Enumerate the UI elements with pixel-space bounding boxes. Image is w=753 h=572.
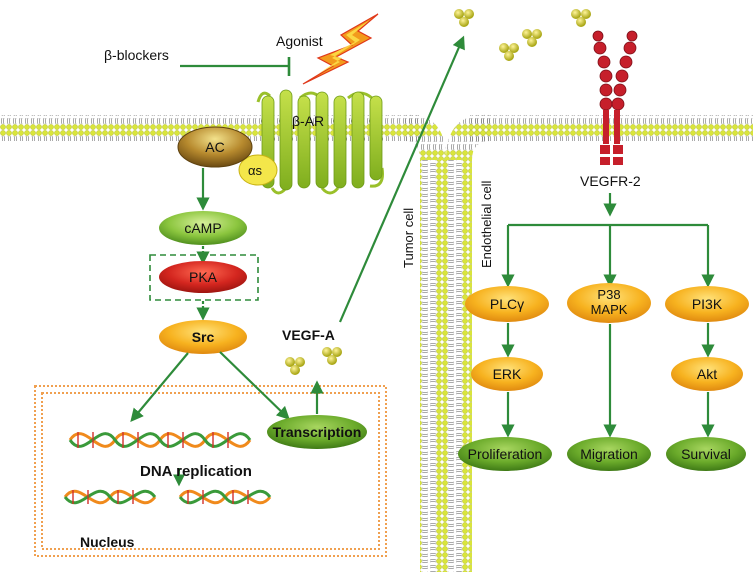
dna-helix-bottom-left: [63, 489, 157, 505]
transcription-node: [267, 415, 367, 449]
survival-node: [666, 437, 746, 471]
akt-label: Akt: [697, 366, 717, 382]
vegfr2-label: VEGFR-2: [580, 173, 641, 189]
beta-blockers-label: β-blockers: [104, 47, 169, 63]
proliferation-label: Proliferation: [468, 446, 543, 462]
tumor-cell-membrane: [0, 114, 446, 572]
arrow-src-transcription: [219, 351, 290, 420]
alpha-s-label: αs: [248, 163, 263, 178]
lightning-bolt-icon: [302, 13, 379, 85]
plcg-label: PLCγ: [490, 296, 524, 312]
dna-helix-top: [68, 432, 252, 448]
pi3k-node: [665, 286, 749, 322]
nucleus-inner-border: [41, 392, 380, 550]
vegf-particles-nucleus: [285, 347, 342, 375]
mapk-label: MAPK: [591, 302, 628, 317]
erk-node: [471, 357, 543, 391]
pka-label: PKA: [189, 269, 218, 285]
p38-mapk-node: [567, 283, 651, 323]
p38-label: P38: [597, 287, 620, 302]
migration-label: Migration: [580, 446, 638, 462]
plcg-node: [465, 286, 549, 322]
pka-dashed-box: [149, 254, 259, 301]
tumor-cell-label: Tumor cell: [401, 208, 416, 268]
ac-node: [177, 126, 253, 168]
pka-node: [159, 261, 247, 293]
camp-node: [159, 211, 247, 245]
pi3k-label: PI3K: [692, 296, 723, 312]
agonist-label: Agonist: [276, 33, 323, 49]
endothelial-cell-label: Endothelial cell: [479, 180, 494, 268]
dna-helix-bottom-right: [178, 489, 272, 505]
nucleus-outer-border: [34, 385, 387, 557]
vegf-a-label: VEGF-A: [282, 327, 335, 343]
beta-ar-receptor: [256, 89, 384, 195]
transcription-label: Transcription: [273, 424, 362, 440]
vegfr2-receptor: [592, 30, 638, 165]
endothelial-cell-membrane: [446, 114, 753, 572]
erk-label: ERK: [493, 366, 522, 382]
src-node: [159, 320, 247, 354]
alpha-s-subunit: [238, 154, 278, 186]
vegf-particles-extracellular: [454, 9, 591, 61]
migration-node: [567, 437, 651, 471]
arrow-vegf-secretion: [338, 35, 465, 323]
ac-label: AC: [205, 139, 224, 155]
src-label: Src: [192, 329, 215, 345]
camp-label: cAMP: [184, 220, 221, 236]
dna-replication-label: DNA replication: [140, 463, 252, 480]
beta-ar-label: β-AR: [292, 113, 324, 129]
akt-node: [671, 357, 743, 391]
nucleus-label: Nucleus: [80, 534, 135, 550]
arrow-src-dna: [130, 352, 189, 423]
survival-label: Survival: [681, 446, 731, 462]
proliferation-node: [458, 437, 552, 471]
